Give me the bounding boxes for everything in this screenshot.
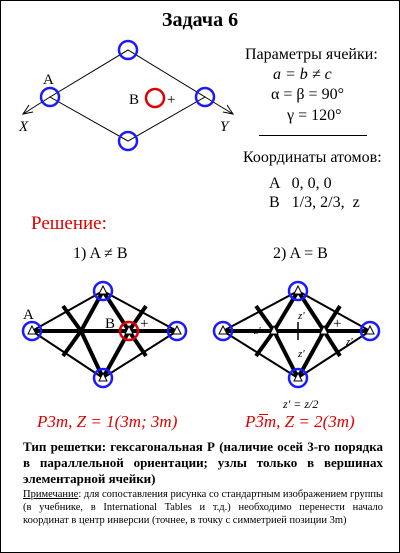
case2-threefold-icon (218, 324, 228, 335)
case1-threefold-icon (172, 324, 182, 335)
case2-threefold-icon (365, 324, 375, 335)
node-top-circle (117, 39, 139, 61)
divider (259, 135, 367, 136)
case2-bond (322, 304, 342, 333)
axis-x-arrowhead (21, 104, 34, 115)
case1-diagram: A B + (21, 280, 188, 389)
case2-threefold-icon (293, 371, 303, 382)
case2-node-bottom (287, 367, 309, 389)
coords-heading: Координаты атомов: (243, 149, 382, 166)
case2-node-right (359, 320, 381, 342)
case1-bond (61, 329, 83, 358)
case2-edge (297, 290, 371, 332)
page-title: Задача 6 (161, 9, 239, 31)
space-group-1: P3m, Z = 1(3m; 3m) (37, 412, 178, 431)
case2-bond (254, 329, 276, 358)
note-block: Примечание: для сопоставления рисунка со… (23, 488, 383, 527)
case1-edge (102, 290, 178, 332)
case1-bond (61, 304, 83, 333)
case1-node-left (21, 320, 43, 342)
label-plus: + (167, 92, 175, 108)
note-text: : для сопоставления рисунка со стандартн… (23, 489, 383, 526)
label-axis-y: Y (220, 119, 230, 135)
params-line-3: γ = 120° (287, 107, 342, 124)
z-relation: z' = z/2 (283, 397, 319, 411)
atom-b-circle (144, 87, 166, 109)
axis-y-arrow (204, 96, 234, 115)
case2-label-plus: + (333, 316, 341, 332)
case1-bond (127, 304, 148, 333)
top-cell-diagram: A B + X Y (18, 39, 235, 152)
case2-z-label: z' (297, 348, 305, 360)
params-heading: Параметры ячейки: (245, 46, 378, 63)
axis-x-arrow (22, 96, 51, 115)
label-a: A (43, 72, 54, 88)
case2-edge (222, 330, 299, 379)
case2-node-top (287, 280, 309, 302)
case2-bond (322, 329, 342, 358)
note-label: Примечание (23, 489, 79, 500)
case2-diagram: + z' z' z' z' (212, 280, 381, 389)
case1-atom-b (118, 320, 140, 342)
case1-threefold-icon (98, 371, 108, 382)
case2-z-label: z' (345, 336, 353, 348)
case1-edge (102, 330, 178, 379)
lattice-type-text: Тип решетки: гексагональная Р (наличие о… (23, 439, 383, 486)
case2-bond (254, 304, 276, 333)
case1-bond (79, 290, 105, 332)
node-right-circle (194, 86, 216, 108)
coords-atom-a: A 0, 0, 0 (269, 175, 332, 192)
case1-threefold-icon (124, 324, 134, 335)
case2-node-left (212, 320, 234, 342)
case1-threefold-icon (98, 284, 108, 295)
params-line-1: a = b ≠ c (273, 66, 332, 83)
case2-threefold-icon (319, 324, 329, 335)
case1-bond (127, 329, 148, 358)
case2-threefold-icon (269, 324, 279, 335)
label-axis-x: X (18, 119, 29, 135)
solution-heading: Решение: (31, 213, 107, 234)
case1-label-b: B (105, 316, 115, 332)
inversion-bar (259, 414, 268, 415)
params-line-2: α = β = 90° (271, 86, 344, 103)
case1-label-plus: + (140, 316, 148, 332)
case1-node-right (166, 320, 188, 342)
case1-threefold-icon (27, 324, 37, 335)
solution-diagrams: A B + (21, 280, 381, 389)
case2-threefold-icon (293, 284, 303, 295)
case2-title: 2) A = B (273, 245, 328, 262)
case1-node-bottom (92, 367, 114, 389)
case2-z-label: z' (297, 310, 305, 322)
label-b: B (129, 92, 139, 108)
node-bottom-circle (117, 130, 139, 152)
case2-edge (297, 330, 371, 379)
space-group-2: P3m, Z = 2(3m) (245, 412, 355, 431)
case1-edge (31, 330, 104, 379)
node-left-circle (39, 86, 61, 108)
case1-label-a: A (23, 307, 34, 323)
coords-atom-b: B 1/3, 2/3, z (269, 194, 360, 211)
axis-y-arrowhead (222, 104, 235, 115)
case1-title: 1) A ≠ B (73, 245, 128, 262)
case1-node-top (92, 280, 114, 302)
case2-z-label: z' (253, 325, 261, 337)
